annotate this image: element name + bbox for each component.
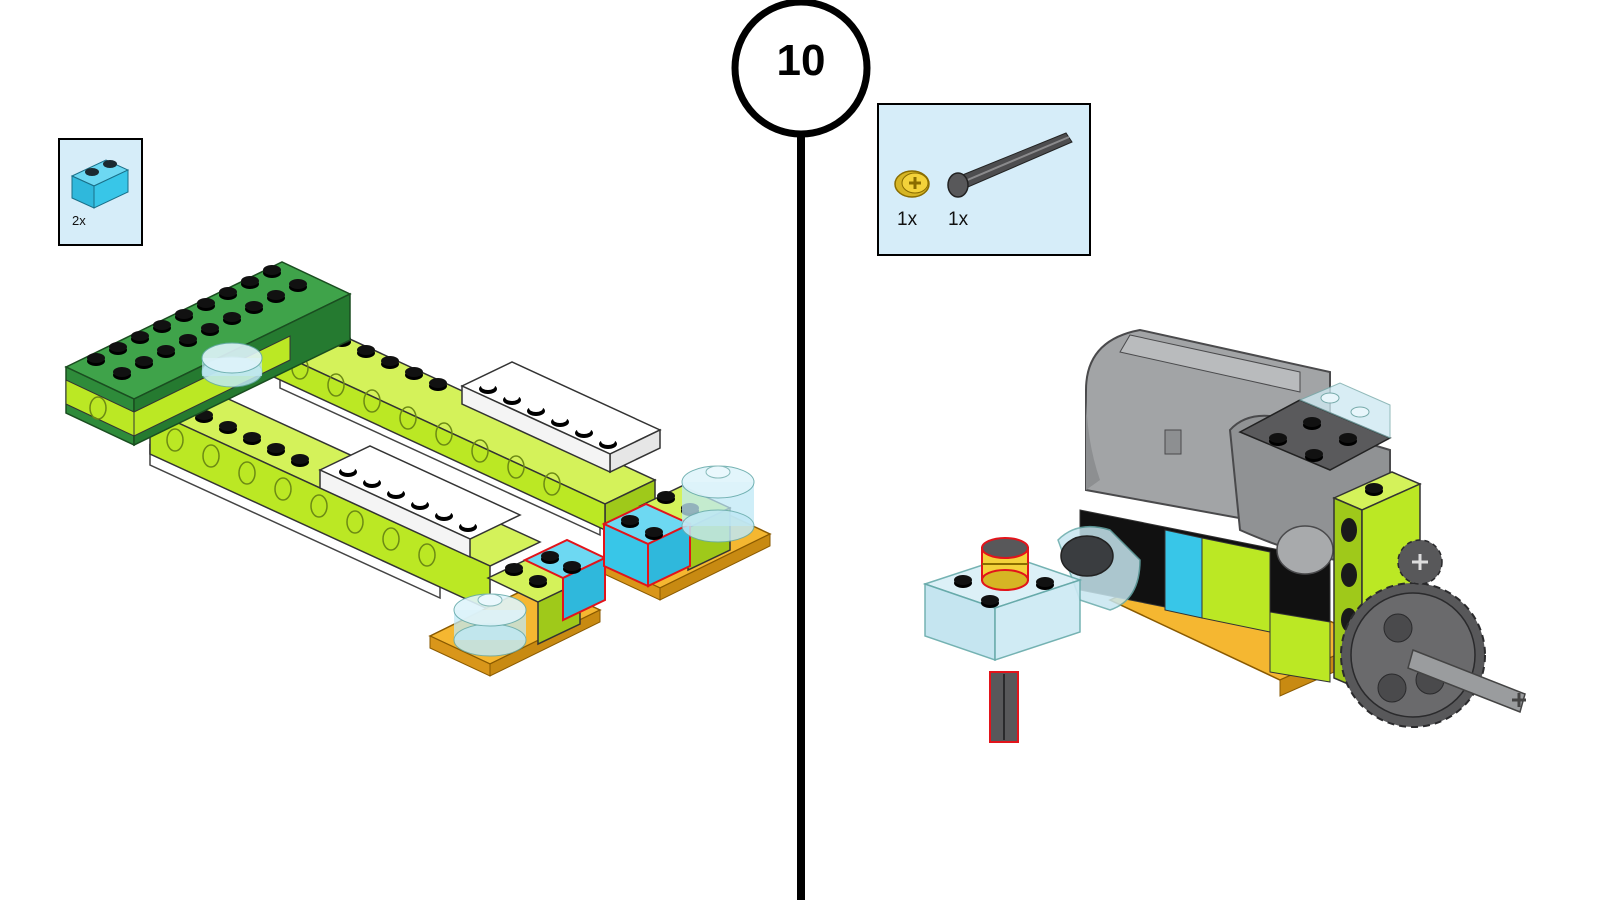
trans-round-brick-back [681, 465, 755, 543]
bushing-icon [894, 170, 930, 198]
trans-round-brick-front [453, 593, 527, 657]
motor-assembly-right [922, 328, 1526, 743]
step-number: 10 [776, 36, 826, 85]
parts-callout-left [58, 138, 143, 246]
axle-installed [1407, 648, 1526, 714]
trans-brick-with-bushing [922, 525, 1141, 743]
bushing-installed [981, 537, 1029, 591]
chassis-assembly-left [64, 261, 772, 677]
step-divider [731, 0, 871, 900]
axle-icon [947, 132, 1073, 198]
parts-callout-right [877, 103, 1091, 256]
part-quantity-bushing: 1x [897, 209, 918, 230]
azure-1x2-brick-icon [70, 159, 130, 209]
trans-round-brick-left [201, 342, 263, 388]
azure-brick-new-back [601, 502, 693, 588]
part-quantity-azure-brick: 2x [72, 213, 86, 228]
part-quantity-axle: 1x [948, 209, 969, 230]
medium-motor [1085, 328, 1392, 575]
azure-brick-new-front [522, 538, 608, 622]
